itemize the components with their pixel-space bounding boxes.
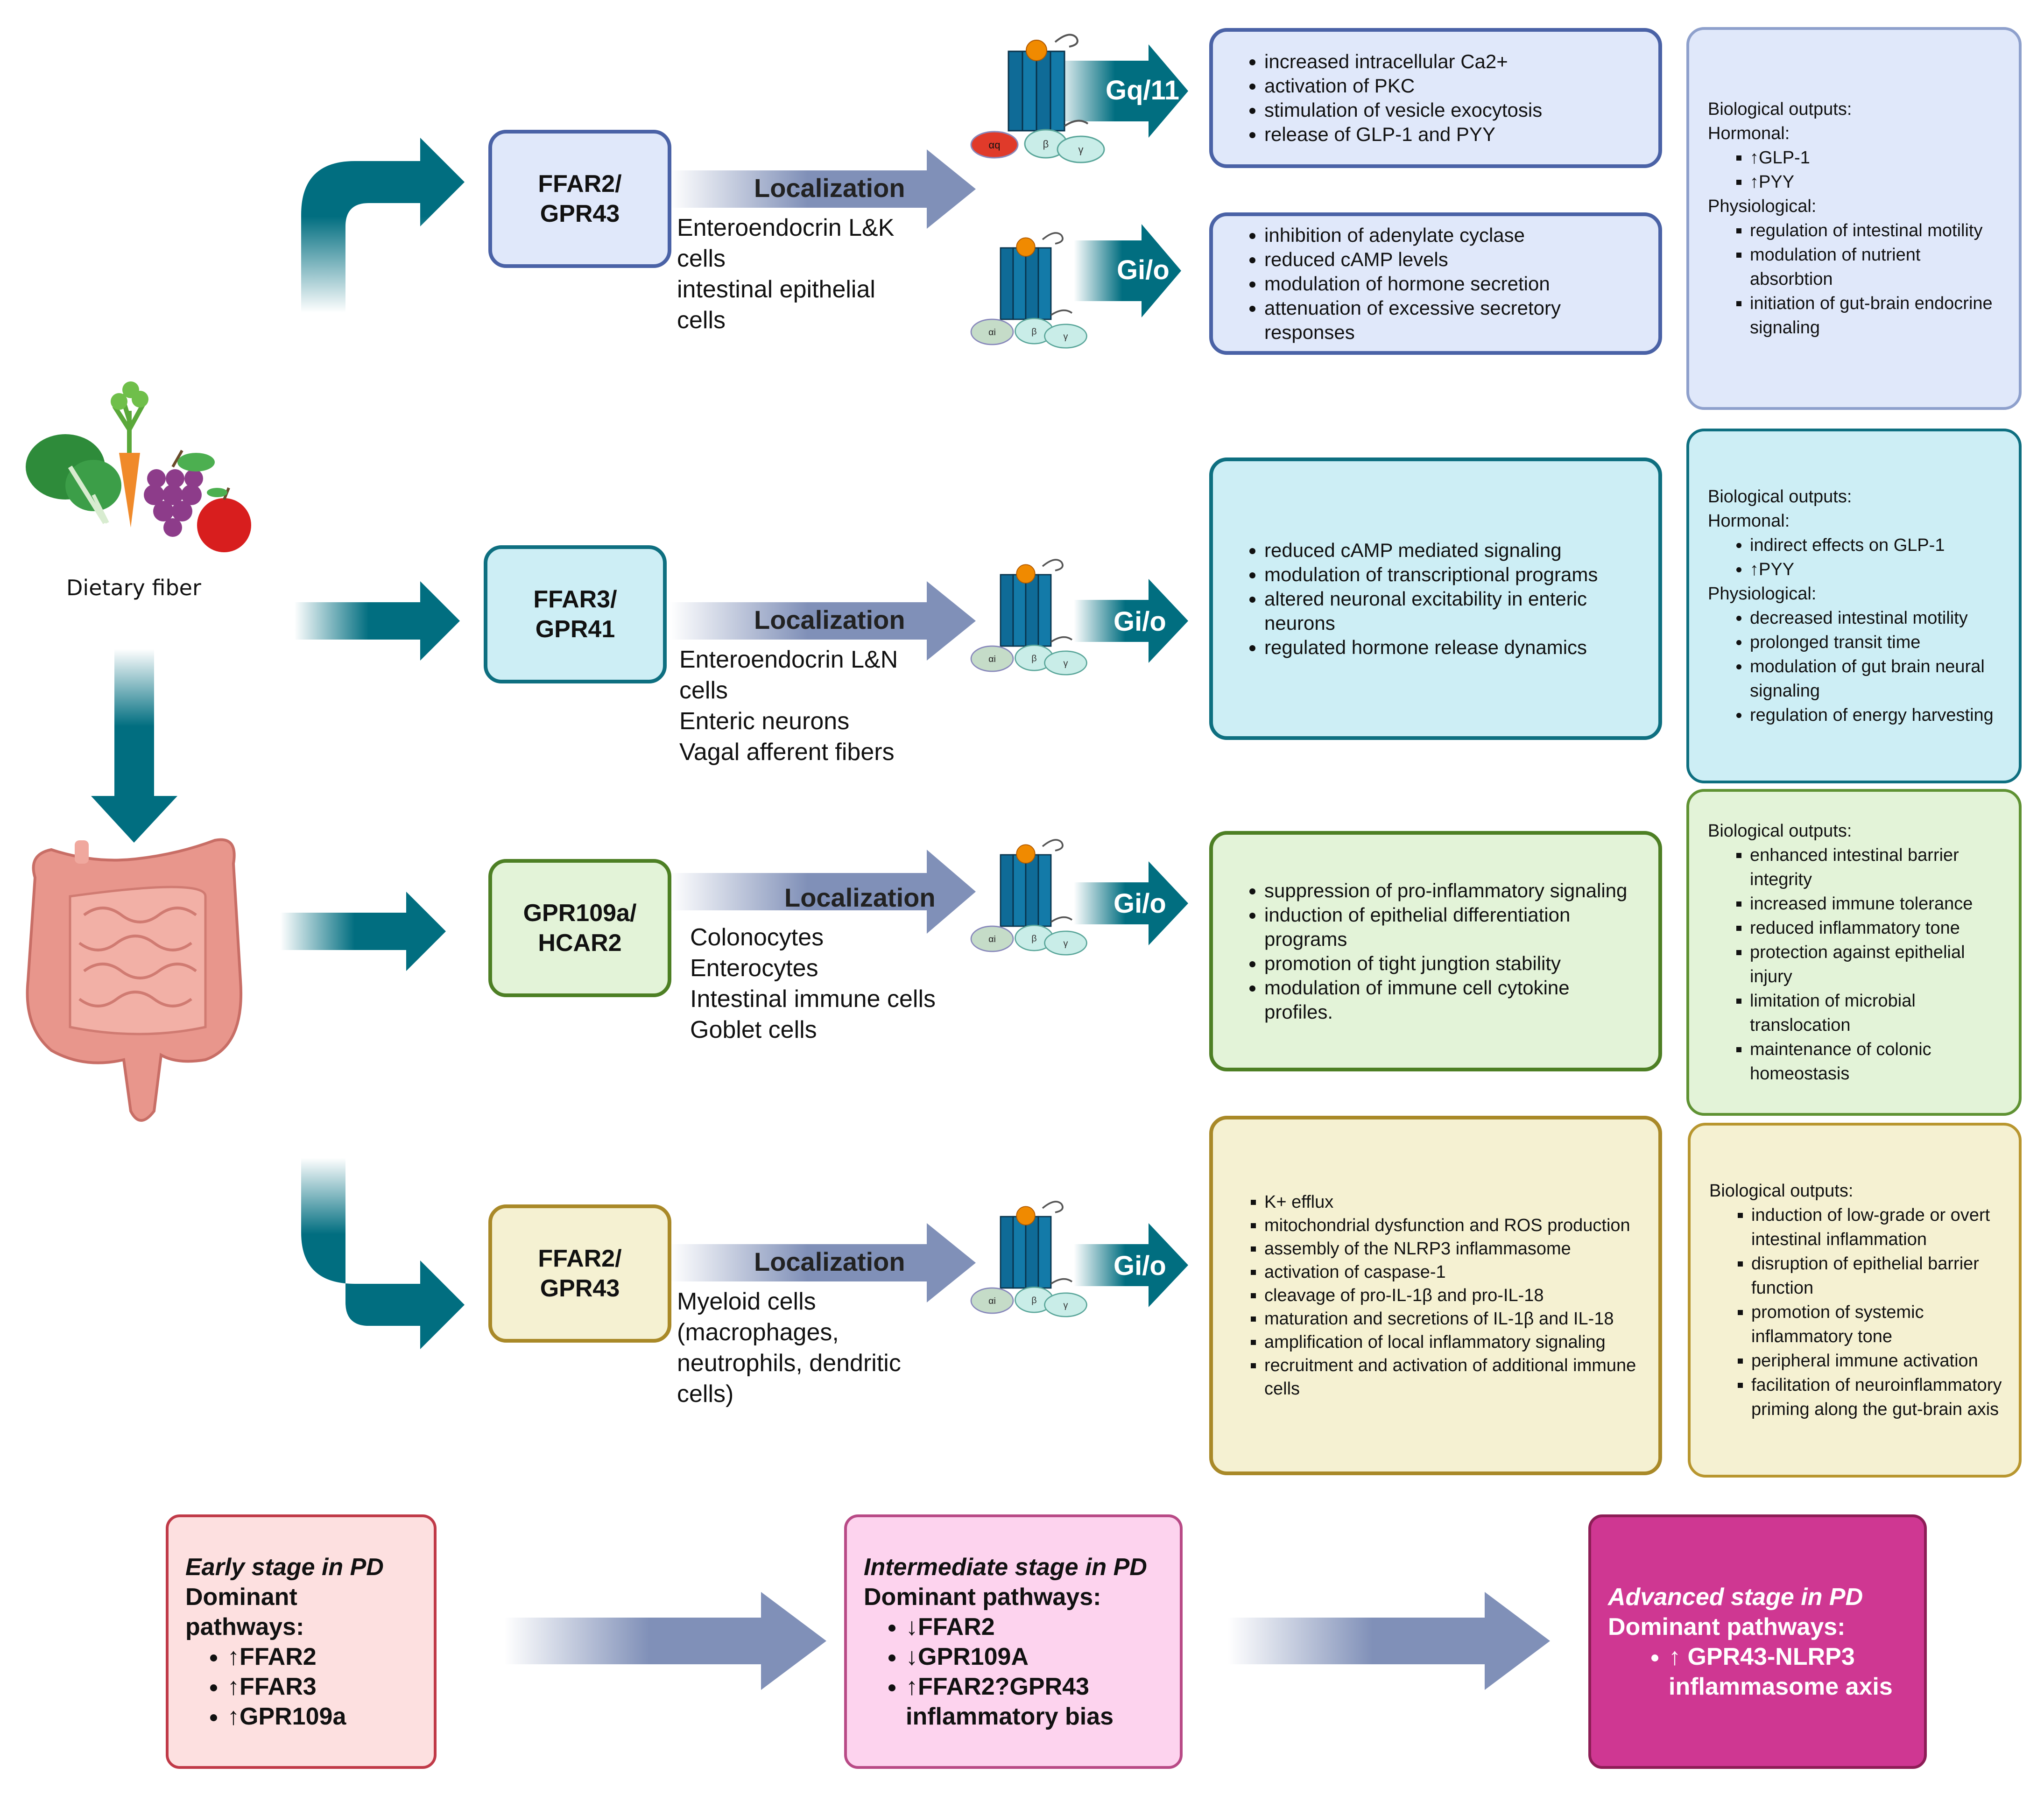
svg-text:γ: γ <box>1064 938 1068 949</box>
gio-arrow-row4 <box>1074 1223 1188 1307</box>
localization-label-row3: Localization <box>784 883 936 912</box>
svg-text:γ: γ <box>1064 1300 1068 1310</box>
effects-box-gio-row1: inhibition of adenylate cyclase reduced … <box>1209 212 1662 355</box>
receptor-name: FFAR3/ GPR41 <box>533 586 617 643</box>
outputs-heading: Biological outputs: <box>1708 99 1852 119</box>
g-protein-label-gio-row2: Gi/o <box>1114 606 1166 637</box>
gpcr-receptor-icon-gq: αq β γ <box>970 34 1105 163</box>
outputs-group-label: Hormonal: <box>1708 124 1790 143</box>
gio-arrow-row2 <box>1074 579 1188 663</box>
apple-icon <box>197 487 251 552</box>
gpcr-receptor-icon-gi-row1: αi β γ <box>970 232 1087 349</box>
receptor-box-gpr109a-hcar2: GPR109a/ HCAR2 <box>488 859 671 997</box>
outputs-box-row2: Biological outputs: Hormonal: indirect e… <box>1686 429 2022 783</box>
gq11-arrow <box>1055 44 1188 138</box>
g-protein-label-gio-row4: Gi/o <box>1114 1251 1166 1281</box>
localization-cells-row2: Enteroendocrin L&N cells Enteric neurons… <box>679 646 898 766</box>
stage-box-early: Early stage in PD Dominant pathways: ↑FF… <box>166 1514 437 1769</box>
arrow-right-row3 <box>280 892 446 971</box>
intestine-icon <box>26 838 242 1122</box>
leafy-greens-icon <box>26 434 121 524</box>
svg-text:αi: αi <box>988 327 996 338</box>
receptor-name: FFAR2/ GPR43 <box>538 170 622 227</box>
gpcr-receptor-icon-gi-row4: αi β γ <box>970 1201 1087 1317</box>
localization-arrow-row4 <box>670 1223 976 1302</box>
arrow-down-diet-to-gut <box>91 649 177 843</box>
outputs-box-row4: Biological outputs: induction of low-gra… <box>1688 1123 2022 1478</box>
gio-arrow-row1 <box>1074 224 1181 317</box>
dietary-fiber-illustration <box>26 381 251 552</box>
svg-text:β: β <box>1031 653 1036 663</box>
alpha-q-subunit-label: αq <box>989 139 1001 151</box>
svg-text:αi: αi <box>988 934 996 944</box>
curved-arrow-up-right <box>301 138 465 313</box>
effects-box-gio-row4: K+ efflux mitochondrial dysfunction and … <box>1209 1116 1662 1475</box>
outputs-group-label: Physiological: <box>1708 197 1817 216</box>
outputs-box-row3: Biological outputs: enhanced intestinal … <box>1686 789 2022 1116</box>
stage-subtitle: Dominant pathways: <box>1608 1613 1846 1640</box>
svg-text:γ: γ <box>1064 658 1068 669</box>
effects-list: increased intracellular Ca2+ activation … <box>1241 49 1640 147</box>
svg-text:β: β <box>1043 138 1049 150</box>
dietary-fiber-label: Dietary fiber <box>66 575 201 600</box>
arrow-right-row2 <box>294 581 460 661</box>
stage-arrow-1 <box>504 1592 826 1690</box>
stage-box-intermediate: Intermediate stage in PD Dominant pathwa… <box>844 1514 1183 1769</box>
outputs-group-label: Physiological: <box>1708 584 1817 604</box>
effects-list: inhibition of adenylate cyclase reduced … <box>1241 223 1640 345</box>
stage-title: Early stage in PD <box>185 1553 384 1581</box>
svg-text:γ: γ <box>1064 331 1068 342</box>
effects-list: K+ efflux mitochondrial dysfunction and … <box>1241 1190 1640 1401</box>
stage-arrow-2 <box>1228 1592 1550 1690</box>
localization-label-row1: Localization <box>754 173 905 203</box>
localization-label-row2: Localization <box>754 605 905 634</box>
g-protein-label-gio-row3: Gi/o <box>1114 888 1166 919</box>
effects-list: reduced cAMP mediated signaling modulati… <box>1241 538 1640 660</box>
svg-text:β: β <box>1031 326 1036 337</box>
gpcr-receptor-icon-gi-row2: αi β γ <box>970 559 1087 676</box>
g-protein-label-gq11: Gq/11 <box>1106 75 1179 106</box>
receptor-box-ffar2-gpr43-row4: FFAR2/ GPR43 <box>488 1204 671 1343</box>
localization-arrow-row3 <box>670 850 976 934</box>
stage-subtitle: Dominant pathways: <box>185 1583 304 1640</box>
receptor-name: GPR109a/ HCAR2 <box>523 900 637 957</box>
outputs-box-row1: Biological outputs: Hormonal: ↑GLP-1 ↑PY… <box>1686 27 2022 410</box>
svg-text:γ: γ <box>1078 144 1084 155</box>
gpcr-receptor-icon-gi-row3: αi β γ <box>970 839 1087 956</box>
curved-arrow-down-right <box>301 1158 465 1349</box>
svg-text:β: β <box>1031 933 1036 943</box>
receptor-box-ffar2-gpr43-row1: FFAR2/ GPR43 <box>488 130 671 268</box>
localization-arrow-row1 <box>670 149 976 229</box>
svg-text:αi: αi <box>988 654 996 664</box>
outputs-heading: Biological outputs: <box>1708 487 1852 507</box>
outputs-heading: Biological outputs: <box>1708 821 1852 841</box>
effects-box-gio-row3: suppression of pro-inflammatory signalin… <box>1209 831 1662 1071</box>
stage-title: Intermediate stage in PD <box>864 1553 1147 1581</box>
stage-subtitle: Dominant pathways: <box>864 1583 1101 1611</box>
receptor-box-ffar3-gpr41: FFAR3/ GPR41 <box>484 545 667 683</box>
localization-arrow-row2 <box>670 581 976 661</box>
grapes-icon <box>144 450 215 537</box>
carrot-icon <box>111 381 148 528</box>
localization-cells-row3: Colonocytes Enterocytes Intestinal immun… <box>690 924 936 1043</box>
svg-text:αi: αi <box>988 1296 996 1306</box>
gio-arrow-row3 <box>1074 861 1188 945</box>
stage-box-advanced: Advanced stage in PD Dominant pathways: … <box>1588 1514 1927 1769</box>
g-protein-label-gio-row1: Gi/o <box>1117 255 1170 285</box>
effects-list: suppression of pro-inflammatory signalin… <box>1241 879 1640 1024</box>
localization-cells-row4: Myeloid cells (macrophages, neutrophils,… <box>677 1288 901 1408</box>
localization-cells-row1: Enteroendocrin L&K cells intestinal epit… <box>677 214 895 334</box>
effects-box-gio-row2: reduced cAMP mediated signaling modulati… <box>1209 458 1662 740</box>
outputs-heading: Biological outputs: <box>1709 1181 1854 1201</box>
stage-title: Advanced stage in PD <box>1608 1583 1863 1611</box>
receptor-name: FFAR2/ GPR43 <box>538 1245 622 1302</box>
localization-label-row4: Localization <box>754 1247 905 1276</box>
svg-text:β: β <box>1031 1295 1036 1305</box>
outputs-group-label: Hormonal: <box>1708 511 1790 531</box>
effects-box-gq11: increased intracellular Ca2+ activation … <box>1209 28 1662 168</box>
